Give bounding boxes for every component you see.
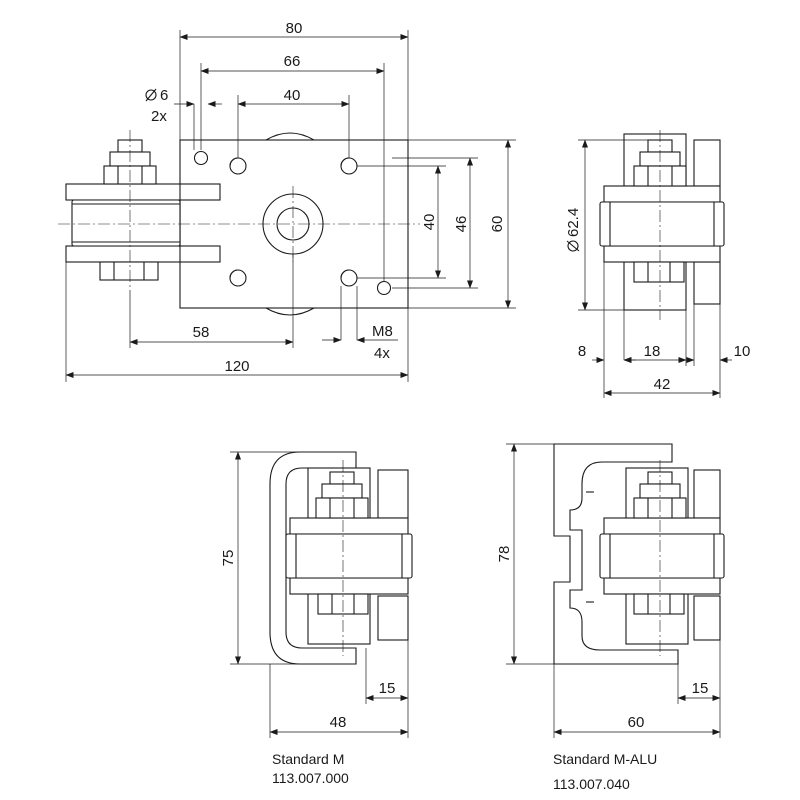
- dim-75: 75: [220, 550, 237, 567]
- dim-60-vertical: 60: [489, 216, 506, 233]
- standard-m-alu-dimensions: 78 15 60: [496, 443, 721, 738]
- dim-78: 78: [496, 546, 513, 563]
- dim-18: 18: [644, 343, 661, 360]
- dim-15-alu: 15: [692, 680, 709, 697]
- dim-80: 80: [286, 20, 303, 37]
- side-view: [599, 130, 725, 320]
- dim-58: 58: [193, 324, 210, 341]
- dim-66: 66: [284, 53, 301, 70]
- standard-m-alu-code: 113.007.040: [553, 776, 630, 792]
- diameter-symbol: [145, 88, 157, 102]
- dim-dia-62-4: 62.4: [565, 208, 582, 237]
- dim-2x: 2x: [151, 108, 167, 125]
- dim-4x: 4x: [374, 345, 390, 362]
- dim-40-top: 40: [284, 87, 301, 104]
- wheel-side: [71, 199, 181, 247]
- standard-m-alu-view: [553, 443, 725, 665]
- top-view: [58, 130, 420, 316]
- side-wheel: [599, 201, 725, 247]
- dim-m8: M8: [372, 323, 393, 340]
- dim-8: 8: [578, 343, 586, 360]
- standard-m-view: [269, 451, 413, 665]
- dim-60-alu: 60: [628, 714, 645, 731]
- top-view-dimensions: 80 66 40 6 2x 40 46 60: [65, 20, 516, 382]
- hole-6mm: [193, 150, 209, 166]
- dim-46-vertical: 46: [453, 216, 470, 233]
- standard-m-code: 113.007.000: [272, 770, 349, 786]
- dim-120: 120: [224, 358, 249, 375]
- dim-15-m: 15: [379, 680, 396, 697]
- dim-40-vertical: 40: [421, 214, 438, 231]
- standard-m-dimensions: 75 15 48: [220, 451, 409, 738]
- standard-m-name: Standard M: [272, 751, 344, 767]
- dim-dia-6: 6: [160, 87, 168, 104]
- dim-42: 42: [654, 376, 671, 393]
- standard-m-alu-name: Standard M-ALU: [553, 751, 657, 767]
- side-view-dimensions: 62.4 8 18 10 42: [565, 139, 751, 398]
- dim-10: 10: [734, 343, 751, 360]
- dim-48: 48: [330, 714, 347, 731]
